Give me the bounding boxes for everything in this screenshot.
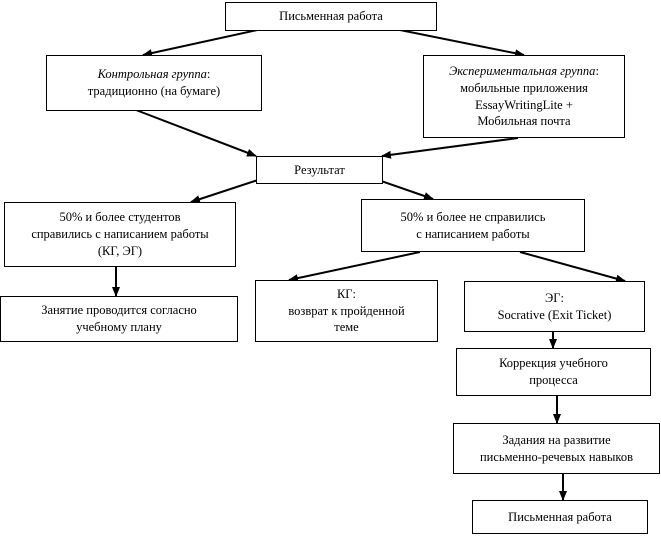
node-experimental-line3: Мобильная почта [477,114,571,129]
node-fail: 50% и более не справились с написанием р… [361,199,585,252]
node-control-group: Контрольная группа: традиционно (на бума… [46,55,262,111]
node-kg-line2: возврат к пройденной [288,303,405,318]
node-study-plan-line1: Занятие проводится согласно [41,303,197,318]
node-top-written-work: Письменная работа [225,2,437,31]
node-tasks-line1: Задания на развитие [502,432,611,447]
node-success: 50% и более студентов справились с напис… [4,202,236,267]
node-eg-socrative: ЭГ: Socrative (Exit Ticket) [464,281,645,332]
node-experimental-title-line: Экспериментальная группа: [449,63,599,80]
node-control-desc: традиционно (на бумаге) [87,84,221,98]
node-experimental-title: Экспериментальная группа [449,63,596,78]
node-study-plan: Занятие проводится согласно учебному пла… [0,296,238,342]
arrow-top-to-control [142,28,263,57]
node-experimental-line2: EssayWritingLite + [475,97,573,112]
node-success-line3: (КГ, ЭГ) [97,243,143,258]
node-study-plan-line2: учебному плану [76,320,162,334]
arrow-result-to-fail [380,180,434,200]
node-fail-line1: 50% и более не справились [400,209,546,224]
node-experimental-group: Экспериментальная группа: мобильные прил… [423,55,625,138]
arrow-result-to-success [190,179,259,203]
arrow-experimental-to-result [381,137,519,159]
arrow-top-to-experimental [394,28,525,58]
node-correction-line2: процесса [529,373,578,387]
arrow-fail-to-kg [288,251,421,283]
node-eg-line1: ЭГ: [545,290,564,305]
node-correction: Коррекция учебного процесса [456,348,651,396]
node-result-label: Результат [294,162,345,177]
node-experimental-line1: мобильные приложения [460,80,588,95]
node-kg-line1: КГ: [336,286,357,301]
node-fail-line2: с написанием работы [416,226,530,241]
node-success-line1: 50% и более студентов [59,210,181,225]
node-final-written-work: Письменная работа [472,500,648,534]
node-control-title: Контрольная группа [97,67,207,82]
node-success-line2: справились с написанием работы [31,227,209,242]
node-eg-line2: Socrative (Exit Ticket) [497,307,612,322]
node-correction-line1: Коррекция учебного [499,356,608,371]
arrow-fail-to-eg [519,251,626,283]
node-top-label: Письменная работа [279,9,383,24]
node-tasks-line2: письменно-речевых навыков [479,449,633,464]
node-kg-return: КГ: возврат к пройденной теме [255,280,438,342]
node-kg-line3: теме [334,320,359,335]
node-control-title-line: Контрольная группа: [98,66,211,83]
node-result: Результат [256,156,383,184]
node-writing-tasks: Задания на развитие письменно-речевых на… [453,423,660,474]
node-final-label: Письменная работа [508,509,612,524]
node-experimental-colon: : [595,63,599,78]
arrow-control-to-result [135,109,257,157]
node-control-colon: : [206,67,211,82]
